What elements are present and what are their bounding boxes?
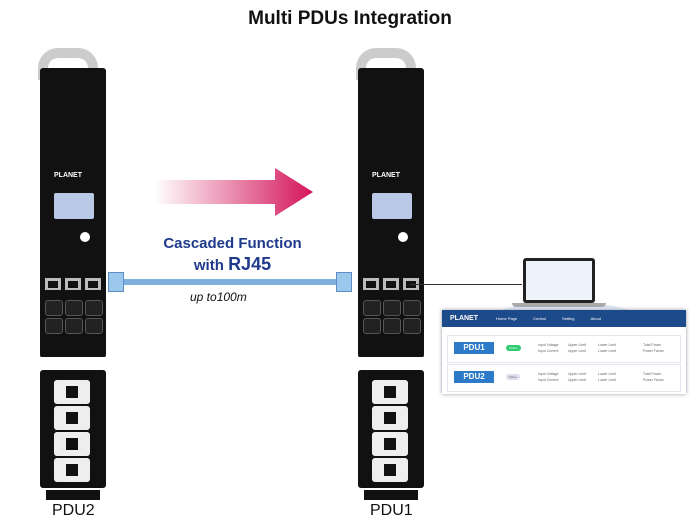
laptop-icon [523, 258, 595, 303]
nav-setting[interactable]: Setting [562, 316, 575, 321]
distance-label: up to100m [190, 290, 247, 304]
planet-logo: PLANET [54, 172, 82, 179]
pdu2-device: PLANET [34, 48, 112, 500]
joystick-icon [80, 232, 90, 242]
status-badge: Slave [506, 374, 520, 380]
status-badge: Online [506, 345, 521, 351]
web-nav: PLANET Home Page Control Setting About [442, 310, 686, 327]
laptop-base [512, 303, 606, 307]
rj45-plug [336, 272, 352, 292]
power-cord [38, 48, 98, 80]
planet-logo: PLANET [372, 172, 400, 179]
joystick-icon [398, 232, 408, 242]
pdu1-device: PLANET [352, 48, 430, 500]
web-brand: PLANET [450, 315, 478, 322]
web-management-ui: PLANET Home Page Control Setting About P… [442, 310, 686, 394]
nav-home[interactable]: Home Page [496, 316, 518, 321]
cascade-caption: Cascaded Function with RJ45 [140, 234, 325, 276]
lcd-display [54, 193, 94, 219]
arrow-right-icon [155, 168, 313, 216]
diagram-title: Multi PDUs Integration [248, 8, 452, 29]
device-name: PDU2 [454, 371, 494, 383]
nav-about[interactable]: About [590, 316, 601, 321]
cascade-prefix: with [193, 257, 229, 274]
cascade-title: Cascaded Function [163, 235, 302, 252]
lcd-display [372, 193, 412, 219]
rj45-text: RJ45 [228, 254, 272, 274]
device-name: PDU1 [454, 342, 494, 354]
power-cord [356, 48, 416, 80]
nav-control[interactable]: Control [533, 316, 547, 321]
pdu1-label: PDU1 [370, 502, 413, 519]
network-line [410, 284, 522, 285]
rj45-plug [108, 272, 124, 292]
pdu2-label: PDU2 [52, 502, 95, 519]
rj45-cable [118, 279, 343, 285]
